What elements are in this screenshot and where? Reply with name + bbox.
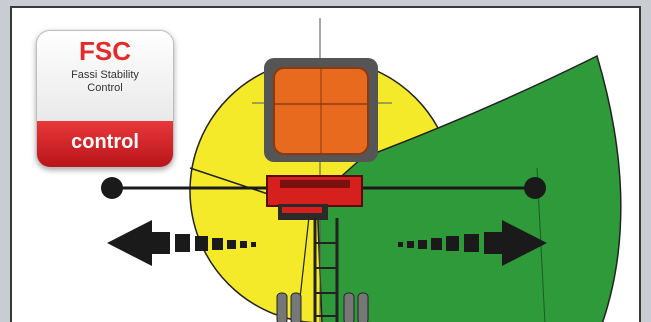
badge-title: FSC — [79, 36, 131, 66]
wheel-right-inner — [357, 292, 369, 322]
diagram-frame: FSC Fassi Stability Control control — [10, 6, 641, 322]
badge-mode-label: control — [37, 121, 173, 167]
badge-subtitle-line2: Control — [87, 82, 123, 94]
stability-diagram — [101, 18, 622, 322]
left-sector-line-lower — [299, 207, 311, 299]
right-arrow-icon — [398, 220, 547, 266]
badge-top: FSC Fassi Stability Control — [37, 31, 173, 121]
left-arrow-icon — [107, 220, 256, 266]
boom-end-dot-icon — [524, 177, 546, 199]
wheel-left — [276, 292, 288, 322]
wheel-right — [343, 292, 355, 322]
badge-subtitle-line1: Fassi Stability — [71, 69, 139, 81]
wheel-left-inner — [290, 292, 302, 322]
fsc-logo-badge: FSC Fassi Stability Control control — [36, 30, 174, 168]
boom-end-dot-icon — [101, 177, 123, 199]
